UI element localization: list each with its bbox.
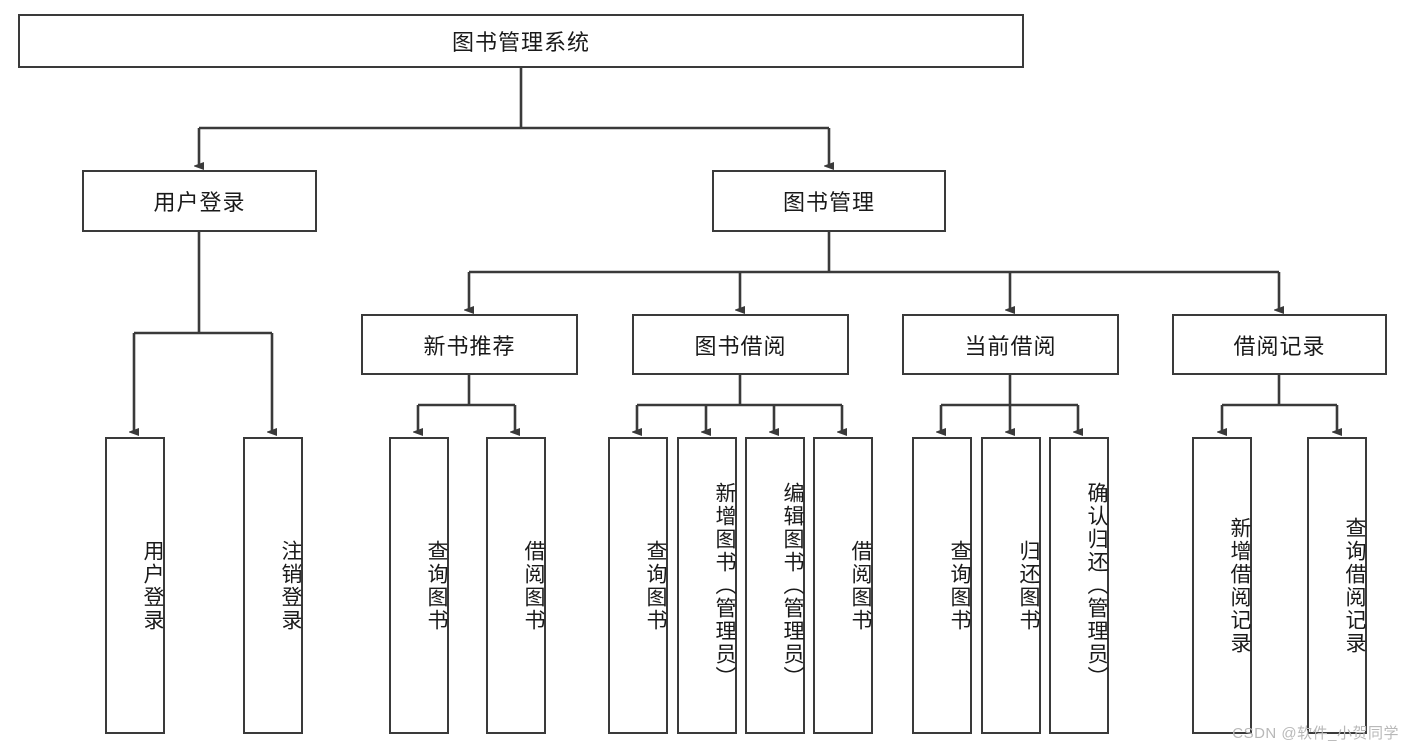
leaf-borrow-record-add-record[interactable]: 新增借阅记录 — [1192, 437, 1252, 734]
node-user-login[interactable]: 用户登录 — [82, 170, 317, 232]
leaf-label: 用户登录 — [141, 539, 164, 632]
leaf-current-borrow-confirm-return-admin[interactable]: 确认归还（管理员） — [1049, 437, 1109, 734]
leaf-label: 查询图书 — [425, 539, 448, 632]
leaf-label: 确认归还（管理员） — [1085, 482, 1108, 689]
node-root-system[interactable]: 图书管理系统 — [18, 14, 1024, 68]
leaf-new-book-borrow-book[interactable]: 借阅图书 — [486, 437, 546, 734]
node-borrow-record[interactable]: 借阅记录 — [1172, 314, 1387, 375]
leaf-label: 新增借阅记录 — [1228, 516, 1251, 655]
leaf-label: 新增图书（管理员） — [713, 482, 736, 689]
csdn-watermark: CSDN @软件_小贺同学 — [1232, 725, 1399, 742]
leaf-current-borrow-return-book[interactable]: 归还图书 — [981, 437, 1041, 734]
leaf-label: 借阅图书 — [522, 539, 545, 632]
leaf-label: 查询图书 — [948, 539, 971, 632]
leaf-label: 编辑图书（管理员） — [781, 482, 804, 689]
leaf-borrow-record-query-record[interactable]: 查询借阅记录 — [1307, 437, 1367, 734]
leaf-label: 借阅图书 — [849, 539, 872, 632]
leaf-label: 查询借阅记录 — [1343, 516, 1366, 655]
leaf-label: 归还图书 — [1017, 539, 1040, 632]
node-current-borrow[interactable]: 当前借阅 — [902, 314, 1119, 375]
leaf-book-borrow-add-book-admin[interactable]: 新增图书（管理员） — [677, 437, 737, 734]
leaf-user-login-login[interactable]: 用户登录 — [105, 437, 165, 734]
leaf-book-borrow-borrow-book[interactable]: 借阅图书 — [813, 437, 873, 734]
leaf-book-borrow-query-book[interactable]: 查询图书 — [608, 437, 668, 734]
leaf-label: 注销登录 — [279, 539, 302, 632]
node-book-borrow[interactable]: 图书借阅 — [632, 314, 849, 375]
leaf-new-book-query-book[interactable]: 查询图书 — [389, 437, 449, 734]
leaf-current-borrow-query-book[interactable]: 查询图书 — [912, 437, 972, 734]
leaf-user-login-logout[interactable]: 注销登录 — [243, 437, 303, 734]
node-book-management[interactable]: 图书管理 — [712, 170, 946, 232]
leaf-book-borrow-edit-book-admin[interactable]: 编辑图书（管理员） — [745, 437, 805, 734]
leaf-label: 查询图书 — [644, 539, 667, 632]
node-new-book-recommend[interactable]: 新书推荐 — [361, 314, 578, 375]
